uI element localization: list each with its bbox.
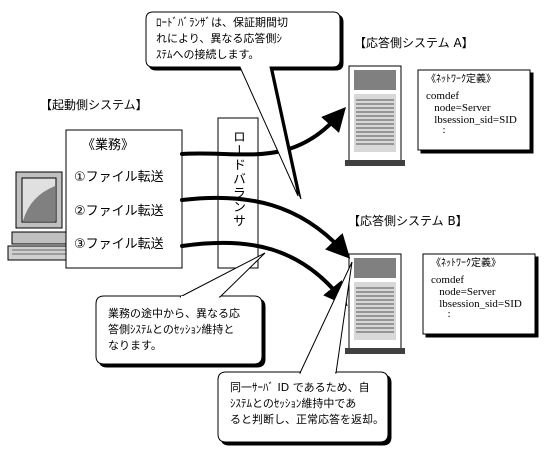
network-def-a-line: comdef: [426, 90, 459, 102]
task-box: [65, 129, 183, 269]
network-def-a-box: [417, 69, 531, 151]
bubble-bottom-text: 同一ｻｰﾊﾞ ID であるため、自 ｼｽﾃﾑとのｾｯｼｮﾝ維持中であ ると判断し…: [230, 381, 384, 426]
network-def-b-line: comdef: [431, 274, 464, 286]
initiating-system-label: 【起動側システム】: [40, 98, 148, 112]
load-balancer-label: ロードバランサ: [230, 130, 245, 228]
server-b-icon: [345, 253, 405, 354]
task-item-3: ③ファイル転送: [74, 237, 164, 252]
network-def-b-title: 《ﾈｯﾄﾜｰｸ定義》: [431, 258, 501, 269]
network-def-a-line: lbsession_sid=SID: [426, 114, 517, 126]
network-def-b-box: [422, 253, 536, 335]
task-item-2: ②ファイル転送: [74, 204, 164, 219]
network-def-a-line: node=Server: [426, 102, 491, 114]
tasks-title: 《業務》: [82, 138, 135, 153]
bubble-bottom: [217, 261, 389, 443]
connection-flows: [180, 107, 351, 307]
responding-system-a-label: 【応答側システム A】: [354, 36, 474, 50]
flow-3-line: [180, 240, 348, 307]
flow-2-line: [180, 195, 351, 259]
server-a-icon: [345, 65, 405, 166]
bubble-top-text: ﾛｰﾄﾞﾊﾞﾗﾝｻﾞは、保証期間切 れにより、異なる応答側ｼ ｽﾃﾑへの接続しま…: [156, 16, 288, 61]
task-item-1: ①ファイル転送: [74, 170, 164, 185]
client-pc-icon: [7, 171, 71, 261]
bubble-middle: [95, 252, 266, 365]
network-def-b-line: node=Server: [431, 286, 496, 298]
network-def-a-title: 《ﾈｯﾄﾜｰｸ定義》: [426, 74, 496, 85]
bubble-middle-text: 業務の途中から、異なる応 答側ｼｽﾃﾑとのｾｯｼｮﾝ維持と なります。: [108, 307, 240, 352]
network-def-b-line: :: [431, 308, 451, 320]
responding-system-b-label: 【応答側システム B】: [348, 214, 468, 228]
network-def-a-line: :: [426, 124, 446, 136]
bubble-top: [145, 11, 341, 197]
flow-1-line: [180, 107, 346, 157]
network-def-b-line: lbsession_sid=SID: [431, 298, 522, 310]
